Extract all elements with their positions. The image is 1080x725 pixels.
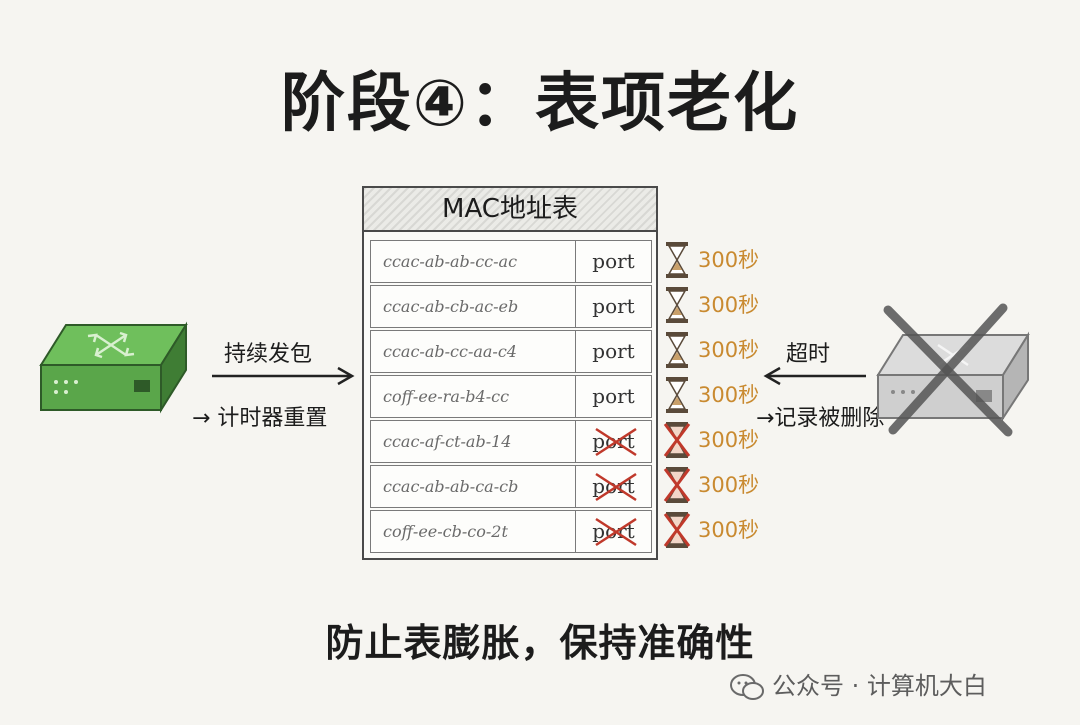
port-cell: port bbox=[576, 466, 651, 507]
expired-hourglass-icon bbox=[662, 465, 692, 505]
port-label: port bbox=[592, 294, 634, 318]
active-switch-icon bbox=[36, 320, 196, 420]
expired-timer: 300秒 bbox=[662, 510, 772, 550]
watermark: 公众号 · 计算机大白 bbox=[730, 666, 987, 701]
timer-value: 300秒 bbox=[698, 469, 759, 499]
port-label: port bbox=[592, 339, 634, 363]
timeout-arrow bbox=[758, 366, 868, 386]
send-packets-arrow bbox=[210, 366, 360, 386]
send-packets-label: 持续发包 bbox=[224, 336, 312, 368]
mac-address-cell: coff-ee-cb-co-2t bbox=[371, 511, 576, 552]
table-row: ccac-ab-cc-aa-c4 port bbox=[370, 330, 652, 373]
timer-value: 300秒 bbox=[698, 244, 759, 274]
wechat-icon bbox=[730, 673, 764, 701]
expired-timer: 300秒 bbox=[662, 465, 772, 505]
cross-mark-icon bbox=[576, 421, 656, 462]
timeout-label: 超时 bbox=[786, 336, 830, 368]
mac-address-cell: coff-ee-ra-b4-cc bbox=[371, 376, 576, 417]
timer-reset-note: → 计时器重置 bbox=[192, 400, 327, 432]
mac-address-table: MAC地址表 ccac-ab-ab-cc-ac port ccac-ab-cb-… bbox=[362, 186, 658, 560]
offline-switch-icon bbox=[868, 300, 1038, 440]
mac-address-cell: ccac-ab-ab-ca-cb bbox=[371, 466, 576, 507]
port-label: port bbox=[592, 249, 634, 273]
port-cell: port bbox=[576, 376, 651, 417]
port-cell: port bbox=[576, 331, 651, 372]
record-deleted-note: →记录被删除 bbox=[756, 400, 884, 432]
hourglass-icon bbox=[662, 330, 692, 370]
hourglass-icon bbox=[662, 240, 692, 280]
summary-caption: 防止表膨胀，保持准确性 bbox=[0, 612, 1080, 667]
watermark-text: 公众号 · 计算机大白 bbox=[772, 672, 987, 700]
aging-timer: 300秒 bbox=[662, 285, 772, 325]
mac-address-cell: ccac-ab-cc-aa-c4 bbox=[371, 331, 576, 372]
timer-value: 300秒 bbox=[698, 334, 759, 364]
table-row-deleted: ccac-af-ct-ab-14 port bbox=[370, 420, 652, 463]
table-header: MAC地址表 bbox=[364, 188, 656, 232]
cross-mark-icon bbox=[576, 511, 656, 552]
aging-timer: 300秒 bbox=[662, 330, 772, 370]
table-row: coff-ee-ra-b4-cc port bbox=[370, 375, 652, 418]
port-cell: port bbox=[576, 241, 651, 282]
hourglass-icon bbox=[662, 375, 692, 415]
table-row: ccac-ab-cb-ac-eb port bbox=[370, 285, 652, 328]
port-label: port bbox=[592, 384, 634, 408]
port-cell: port bbox=[576, 286, 651, 327]
table-row-deleted: ccac-ab-ab-ca-cb port bbox=[370, 465, 652, 508]
table-row: ccac-ab-ab-cc-ac port bbox=[370, 240, 652, 283]
expired-hourglass-icon bbox=[662, 420, 692, 460]
mac-address-cell: ccac-ab-ab-cc-ac bbox=[371, 241, 576, 282]
expired-hourglass-icon bbox=[662, 510, 692, 550]
hourglass-icon bbox=[662, 285, 692, 325]
timer-value: 300秒 bbox=[698, 514, 759, 544]
aging-timer: 300秒 bbox=[662, 240, 772, 280]
port-cell: port bbox=[576, 421, 651, 462]
port-cell: port bbox=[576, 511, 651, 552]
timer-value: 300秒 bbox=[698, 424, 759, 454]
cross-mark-icon bbox=[576, 466, 656, 507]
timer-value: 300秒 bbox=[698, 379, 759, 409]
table-row-deleted: coff-ee-cb-co-2t port bbox=[370, 510, 652, 553]
page-title: 阶段④：表项老化 bbox=[0, 52, 1080, 144]
mac-address-cell: ccac-af-ct-ab-14 bbox=[371, 421, 576, 462]
mac-address-cell: ccac-ab-cb-ac-eb bbox=[371, 286, 576, 327]
timer-value: 300秒 bbox=[698, 289, 759, 319]
